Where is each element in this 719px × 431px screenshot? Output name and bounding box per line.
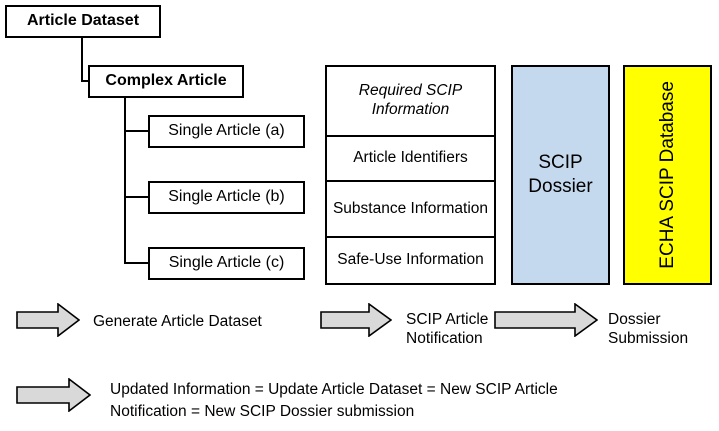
footer-note-line-2: Notification = New SCIP Dossier submissi… [110, 403, 415, 420]
scip-dossier-box: SCIP Dossier [511, 65, 610, 285]
connector-dataset-to-complex-horizontal [81, 80, 90, 82]
single-article-c-label: Single Article (c) [168, 254, 285, 272]
flow-arrow-2 [320, 302, 393, 342]
flow-arrow-1 [16, 302, 81, 342]
echa-scip-database-box: ECHA SCIP Database [623, 65, 712, 285]
right-arrow-icon [494, 302, 599, 338]
scip-dossier-label: SCIP Dossier [528, 152, 593, 197]
scip-row-label: Safe-Use Information [337, 251, 484, 269]
right-arrow-icon [16, 302, 81, 338]
article-dataset-label: Article Dataset [26, 12, 140, 30]
echa-scip-database-label: ECHA SCIP Database [656, 81, 678, 269]
scip-row-label: Substance Information [332, 199, 489, 217]
connector-branch-c [124, 262, 150, 264]
scip-table-row-article-identifiers: Article Identifiers [327, 137, 494, 182]
complex-article-label: Complex Article [105, 72, 227, 90]
connector-complex-trunk [124, 98, 126, 264]
scip-table-header: Required SCIP Information [327, 67, 494, 137]
single-article-c-box: Single Article (c) [148, 247, 305, 280]
scip-table-row-safe-use-information: Safe-Use Information [327, 238, 494, 283]
article-dataset-box: Article Dataset [5, 5, 161, 38]
scip-table-row-substance-information: Substance Information [327, 182, 494, 238]
required-scip-information-table: Required SCIP Information Article Identi… [325, 65, 496, 285]
single-article-b-box: Single Article (b) [148, 181, 305, 214]
connector-branch-b [124, 196, 150, 198]
connector-dataset-to-complex-vertical [81, 38, 83, 82]
right-arrow-icon [16, 377, 92, 413]
scip-table-header-label: Required SCIP Information [358, 82, 463, 118]
flow-arrow-3 [494, 302, 599, 342]
single-article-a-box: Single Article (a) [148, 115, 305, 148]
right-arrow-icon [320, 302, 393, 338]
single-article-a-label: Single Article (a) [168, 122, 285, 140]
complex-article-box: Complex Article [88, 65, 244, 98]
footer-note-line-1: Updated Information = Update Article Dat… [110, 381, 558, 398]
scip-row-label: Article Identifiers [353, 149, 468, 167]
single-article-b-label: Single Article (b) [168, 188, 285, 206]
flow-arrow-1-label: Generate Article Dataset [93, 313, 262, 330]
connector-branch-a [124, 130, 150, 132]
footer-arrow [16, 377, 92, 417]
flow-arrow-3-label: Dossier Submission [608, 311, 689, 348]
flow-arrow-2-label: SCIP Article Notification [406, 311, 489, 348]
